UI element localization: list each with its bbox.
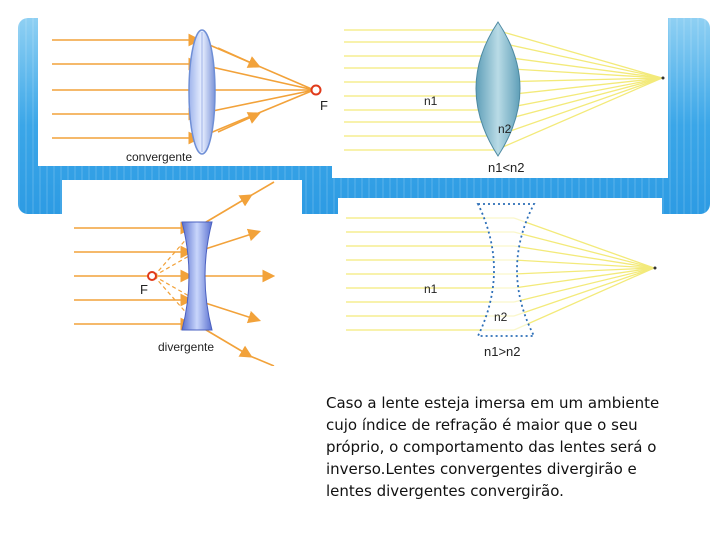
n2-label: n2 [494, 310, 508, 324]
n1-label: n1 [424, 282, 438, 296]
divergent-lens-diagram: F divergente [62, 180, 302, 366]
focus-label: F [320, 98, 328, 113]
explanation-text: Caso a lente esteja imersa em um ambient… [326, 394, 660, 500]
refraction-relation-label: n1<n2 [488, 160, 525, 175]
n1-label: n1 [424, 94, 438, 108]
n2-label: n2 [498, 122, 512, 136]
divergent-label: divergente [158, 340, 215, 354]
divergent-schematic-diagram: n1 n2 n1>n2 [338, 198, 662, 362]
focus-label: F [140, 282, 148, 297]
convergent-lens-diagram: F convergente [38, 18, 332, 166]
convergent-schematic-diagram: n1 n2 n1<n2 [332, 16, 668, 178]
refraction-relation-label: n1>n2 [484, 344, 521, 359]
convergent-label: convergente [126, 150, 193, 164]
